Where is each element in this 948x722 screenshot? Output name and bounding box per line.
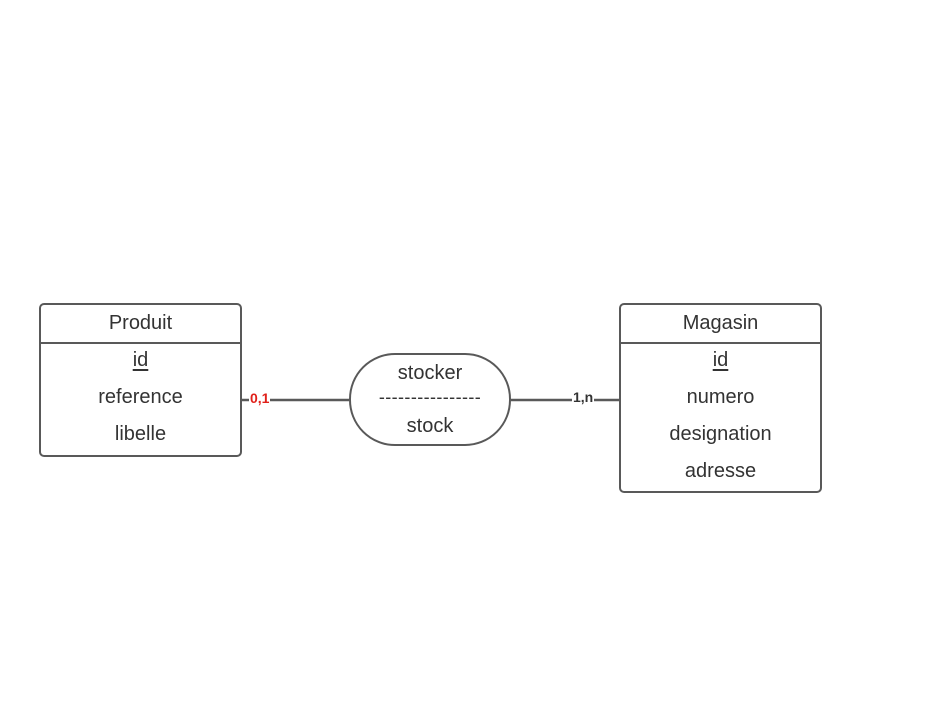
relation-separator: ---------------- bbox=[378, 387, 482, 407]
entity-magasin-attr-adresse: adresse bbox=[684, 460, 757, 482]
cardinality-produit: 0,1 bbox=[249, 390, 271, 406]
entity-magasin-title: Magasin bbox=[621, 305, 820, 344]
relation-name: stocker bbox=[397, 362, 463, 384]
relation-stocker[interactable]: stocker ---------------- stock bbox=[349, 353, 511, 446]
cardinality-magasin: 1,n bbox=[572, 389, 595, 405]
entity-produit-title: Produit bbox=[41, 305, 240, 344]
entity-magasin[interactable]: Magasin id numero designation adresse bbox=[619, 303, 822, 493]
entity-magasin-attr-id: id bbox=[712, 349, 729, 371]
entity-produit-attr-id: id bbox=[132, 349, 149, 371]
relation-attribute: stock bbox=[406, 415, 454, 437]
entity-magasin-attr-designation: designation bbox=[669, 423, 772, 445]
entity-produit-attr-libelle: libelle bbox=[114, 423, 167, 445]
entity-produit-attr-reference: reference bbox=[98, 386, 183, 408]
entity-produit[interactable]: Produit id reference libelle bbox=[39, 303, 242, 457]
entity-magasin-attr-numero: numero bbox=[686, 386, 755, 408]
